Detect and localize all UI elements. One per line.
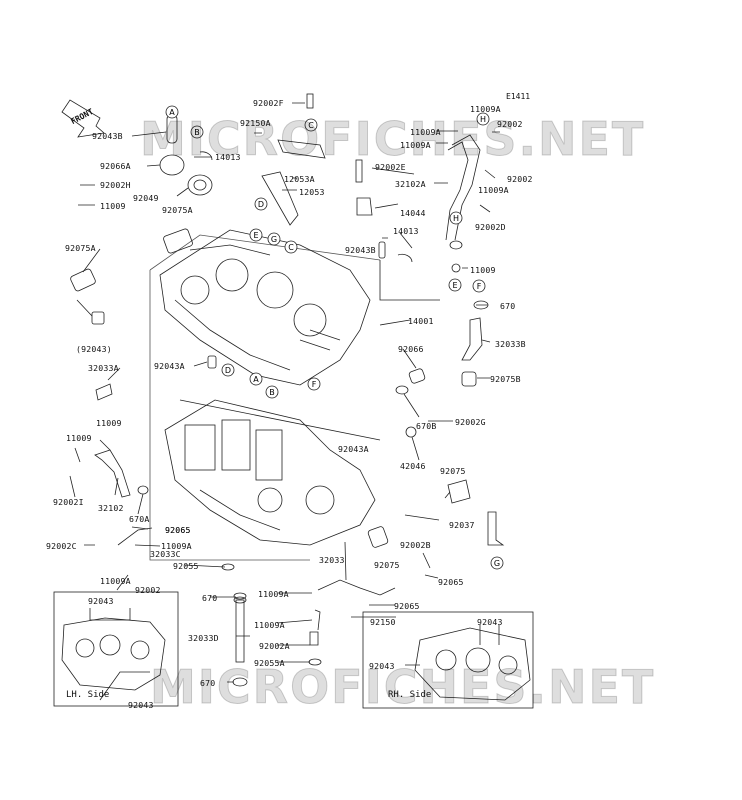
part-number-label: 11009A bbox=[478, 185, 509, 195]
part-number-label: 32033 bbox=[319, 555, 345, 565]
part-number-label: 14044 bbox=[400, 208, 426, 218]
reference-letter: H bbox=[480, 115, 486, 124]
part-number-label: 92002H bbox=[100, 180, 131, 190]
part-number-label: 670 bbox=[200, 678, 216, 688]
part-number-label: 11009A bbox=[254, 620, 285, 630]
part-number-label: 92002 bbox=[507, 174, 533, 184]
part-number-label: 92002F bbox=[253, 98, 284, 108]
part-number-label: 92043 bbox=[477, 617, 503, 627]
reference-letter: D bbox=[225, 366, 231, 375]
part-number-label: 14001 bbox=[408, 316, 434, 326]
part-number-label: 32033A bbox=[88, 363, 119, 373]
part-number-label: 92065 bbox=[165, 525, 191, 535]
part-number-label: 32102A bbox=[395, 179, 426, 189]
part-number-label: 92075B bbox=[490, 374, 521, 384]
part-number-label: 92002I bbox=[53, 497, 84, 507]
part-number-label: 670A bbox=[129, 514, 150, 524]
front-arrow-icon bbox=[61, 99, 105, 138]
part-number-label: 92043B bbox=[345, 245, 376, 255]
reference-letter: G bbox=[271, 235, 277, 244]
reference-letter: C bbox=[308, 121, 314, 130]
part-number-label: 92066 bbox=[398, 344, 424, 354]
part-number-label: 11009A bbox=[258, 589, 289, 599]
part-number-label: 92065 bbox=[165, 525, 191, 535]
part-number-label: 11009A bbox=[400, 140, 431, 150]
part-number-label: 670 bbox=[500, 301, 516, 311]
part-number-label: 92002 bbox=[135, 585, 161, 595]
part-number-label: 92075A bbox=[162, 205, 193, 215]
reference-letter: F bbox=[312, 380, 317, 389]
part-number-label: 11009A bbox=[100, 576, 131, 586]
part-number-label: 92043 bbox=[88, 596, 114, 606]
reference-letter: F bbox=[477, 282, 482, 291]
part-number-label: 92075A bbox=[65, 243, 96, 253]
lower-crankcase bbox=[164, 399, 376, 546]
part-number-label: 11009 bbox=[66, 433, 92, 443]
part-number-label: 11009A bbox=[410, 127, 441, 137]
part-number-label: 11009 bbox=[470, 265, 496, 275]
part-number-label: 11009A bbox=[161, 541, 192, 551]
reference-letter: H bbox=[453, 214, 459, 223]
part-number-label: 14013 bbox=[393, 226, 419, 236]
part-number-label: 92002E bbox=[375, 162, 406, 172]
part-number-label: 32102 bbox=[98, 503, 124, 513]
part-number-label: 92065 bbox=[438, 577, 464, 587]
part-number-label: 92043 bbox=[128, 700, 154, 710]
part-number-label: 92043A bbox=[154, 361, 185, 371]
part-number-label: 92055 bbox=[173, 561, 199, 571]
part-number-label: 32033B bbox=[495, 339, 526, 349]
watermark-bottom: MICROFICHES.NET bbox=[149, 660, 656, 715]
part-number-label: 12053A bbox=[284, 174, 315, 184]
reference-letter: E bbox=[253, 231, 258, 240]
part-number-label: 12053 bbox=[299, 187, 325, 197]
part-number-label: 92043A bbox=[338, 444, 369, 454]
part-number-label: 670 bbox=[202, 593, 218, 603]
reference-letter: D bbox=[258, 200, 264, 209]
watermark-top: MICROFICHES.NET bbox=[139, 112, 646, 167]
part-number-label: 92037 bbox=[449, 520, 475, 530]
reference-letter: B bbox=[269, 388, 275, 397]
diagram-code: E1411 bbox=[506, 92, 531, 101]
part-number-label: 92043 bbox=[369, 661, 395, 671]
reference-letter: G bbox=[494, 559, 500, 568]
part-number-label: 11009A bbox=[470, 104, 501, 114]
part-number-label: 32033D bbox=[188, 633, 219, 643]
part-number-label: 92075 bbox=[374, 560, 400, 570]
part-number-label: 92055A bbox=[254, 658, 285, 668]
part-number-label: (92043) bbox=[76, 344, 112, 354]
reference-letter: A bbox=[169, 108, 175, 117]
part-number-label: 670B bbox=[416, 421, 437, 431]
lh-side-label: LH. Side bbox=[66, 690, 110, 700]
part-number-label: 92150A bbox=[240, 118, 271, 128]
part-number-label: 92002 bbox=[497, 119, 523, 129]
part-number-label: 14013 bbox=[215, 152, 241, 162]
part-number-label: 32033C bbox=[150, 549, 181, 559]
part-number-label: 92150 bbox=[370, 617, 396, 627]
reference-letter: C bbox=[288, 243, 294, 252]
reference-letter: B bbox=[194, 128, 200, 137]
part-number-label: 92002D bbox=[475, 222, 506, 232]
part-number-label: 92043B bbox=[92, 131, 123, 141]
part-number-label: 92002B bbox=[400, 540, 431, 550]
part-number-label: 42046 bbox=[400, 461, 426, 471]
part-number-label: 92002G bbox=[455, 417, 486, 427]
part-number-label: 92066A bbox=[100, 161, 131, 171]
part-number-label: 11009 bbox=[100, 201, 126, 211]
reference-letter: A bbox=[253, 375, 259, 384]
part-number-label: 92002C bbox=[46, 541, 77, 551]
part-number-label: 92002A bbox=[259, 641, 290, 651]
part-number-label: 11009 bbox=[96, 418, 122, 428]
reference-letter: E bbox=[452, 281, 457, 290]
part-number-label: 92075 bbox=[440, 466, 466, 476]
part-number-label: 92049 bbox=[133, 193, 159, 203]
rh-side-label: RH. Side bbox=[388, 690, 432, 700]
upper-crankcase bbox=[159, 229, 371, 386]
part-number-label: 92065 bbox=[394, 601, 420, 611]
